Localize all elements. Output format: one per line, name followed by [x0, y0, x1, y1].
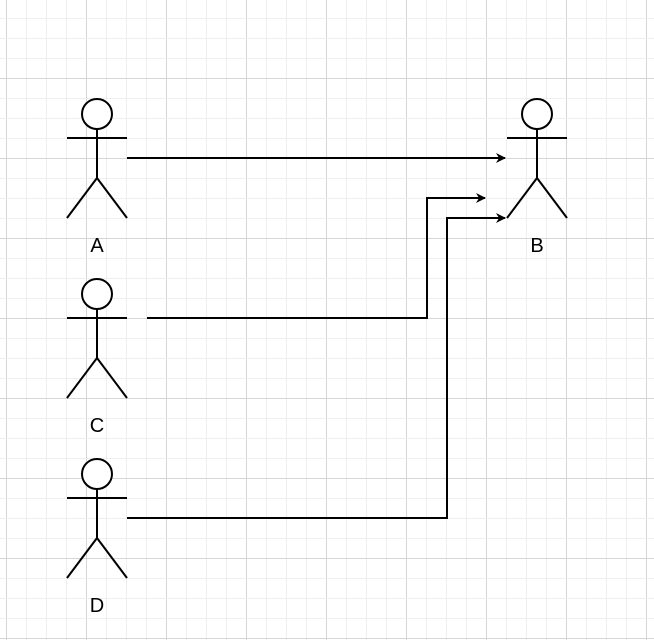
actor-a[interactable] [66, 98, 128, 219]
actor-label-d: D [90, 595, 104, 617]
actor-label-c: C [90, 415, 104, 437]
actor-d[interactable] [66, 458, 128, 579]
edge-c-to-b[interactable] [147, 193, 486, 319]
edge-d-to-b[interactable] [127, 213, 506, 519]
actor-label-a: A [90, 235, 104, 257]
actor-label-b: B [530, 235, 543, 257]
actor-b[interactable] [506, 98, 568, 219]
actor-c[interactable] [66, 278, 128, 399]
